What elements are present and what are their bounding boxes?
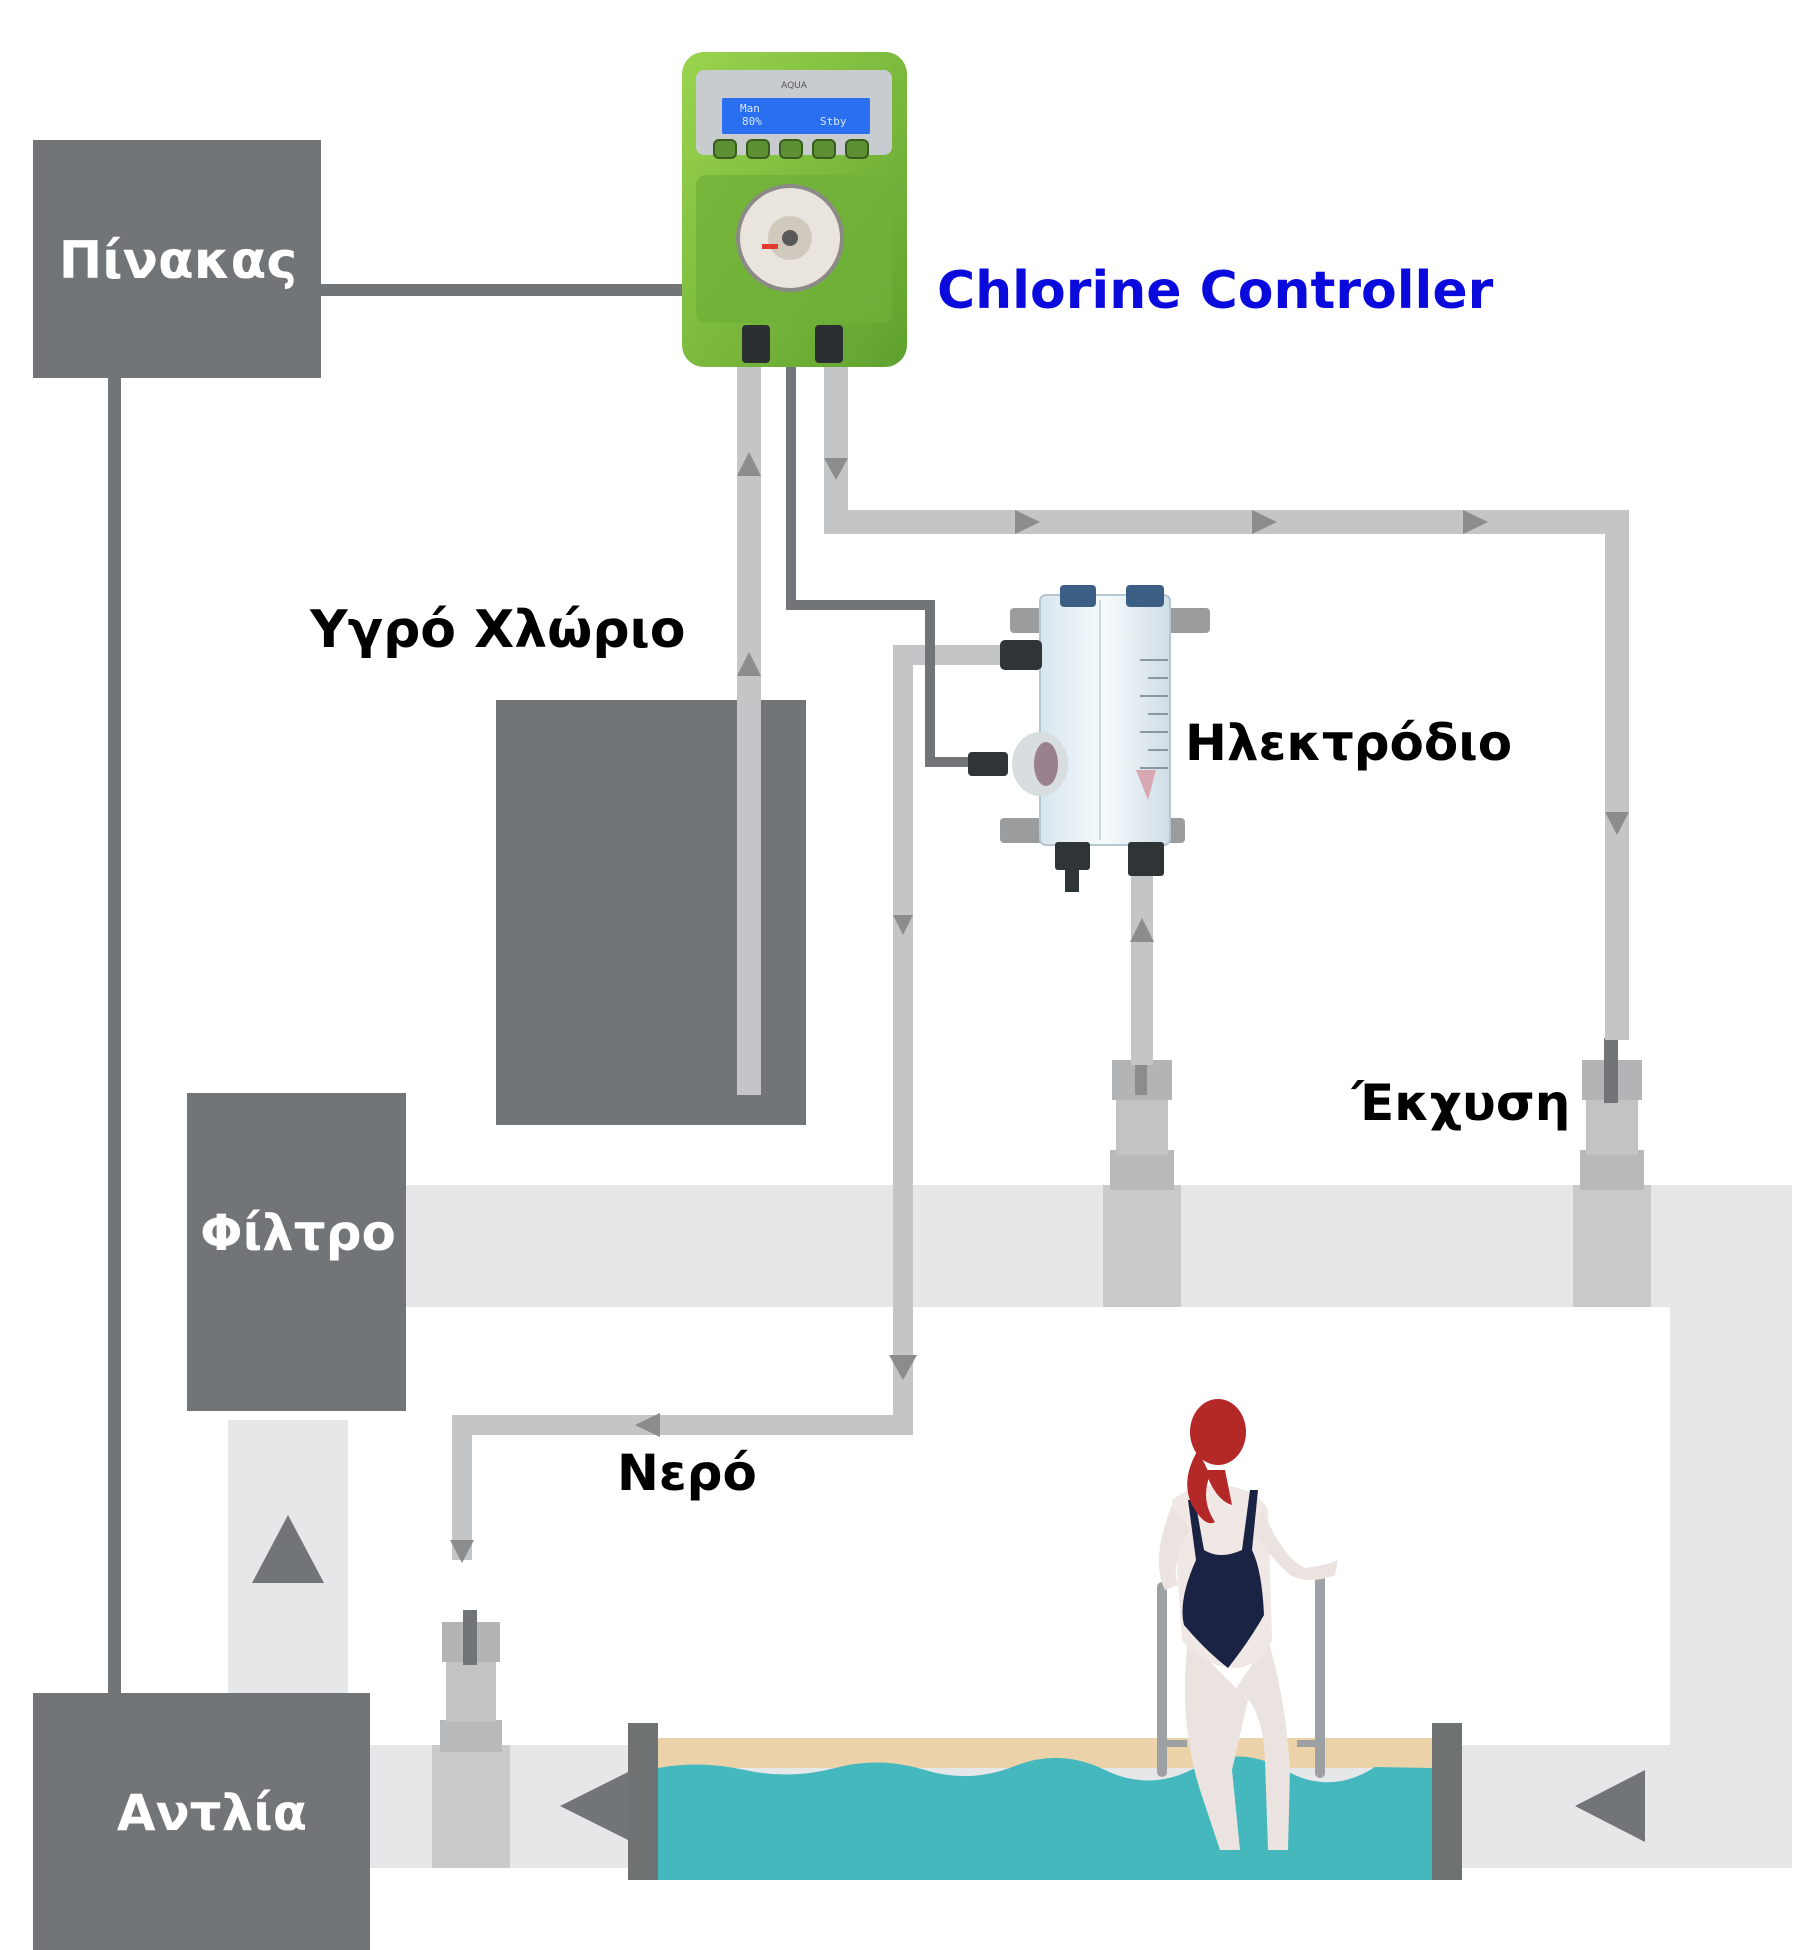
water-label: Νερό [617,1444,757,1502]
liquid-chlorine-label: Υγρό Χλώριο [309,600,686,660]
panel-label: Πίνακας [59,231,297,291]
swimmer-figure [1157,1399,1338,1850]
pool-wall-left [628,1723,658,1880]
controller-outlet-right [815,325,843,363]
flow-arrow-left-icon [1575,1770,1645,1842]
hose-arrow-down-icon [1605,812,1629,835]
hose-arrow-right-icon [1015,510,1040,534]
controller-label: Chlorine Controller [937,261,1494,321]
water-circulation-pipes [228,1185,1792,1868]
electrode-flow-cell [968,585,1210,892]
hose-arrow-up-icon [737,652,761,676]
controller-lcd-status: Stby [820,115,847,128]
chlorine-dosing-hose [824,360,1629,1040]
hose-arrow-down-icon [450,1540,474,1563]
injection-fitting [1573,1038,1651,1307]
panel-to-pump-cable [108,375,121,1695]
hose-arrow-left-icon [635,1413,660,1437]
controller-lcd-percent: 80% [742,115,762,128]
filter-label: Φίλτρο [200,1204,396,1262]
water-sample-hose [452,645,1010,1560]
hose-arrow-down-icon [824,458,848,480]
chlorine-suction-hose-inside-tank [737,700,761,1095]
pool [628,1723,1462,1880]
pump-label: Αντλία [117,1784,307,1842]
controller-keypad [713,139,869,159]
return-pipe-upper [405,1185,1792,1307]
injection-label: Έκχυση [1350,1074,1570,1132]
electrode-label: Ηλεκτρόδιο [1185,714,1512,772]
panel-block [33,140,321,378]
controller-lcd [722,98,870,134]
electrode-signal-cable [786,360,968,767]
electrode-outflow-hose [1131,875,1153,1065]
hose-arrow-right-icon [1463,510,1488,534]
filter-block [187,1093,406,1411]
water-intake-fitting [432,1610,510,1868]
flow-arrow-left-icon [560,1770,632,1842]
panel-to-controller-cable [320,284,690,296]
electrode-fitting [1103,1060,1181,1307]
flow-arrow-up-icon [252,1515,324,1583]
pool-wall-right [1432,1723,1462,1880]
pump-block [33,1693,370,1950]
chlorine-controller-device: AQUA Man 80% Stby [682,52,907,367]
controller-outlet-left [742,325,770,363]
controller-brand: AQUA [781,81,808,91]
hose-arrow-up-icon [737,452,761,476]
controller-lcd-mode: Man [740,102,760,115]
hose-arrow-up-icon [1130,918,1154,942]
hose-arrow-down-icon [889,1355,917,1380]
hose-arrow-down-icon [893,915,913,935]
hose-arrow-right-icon [1252,510,1277,534]
